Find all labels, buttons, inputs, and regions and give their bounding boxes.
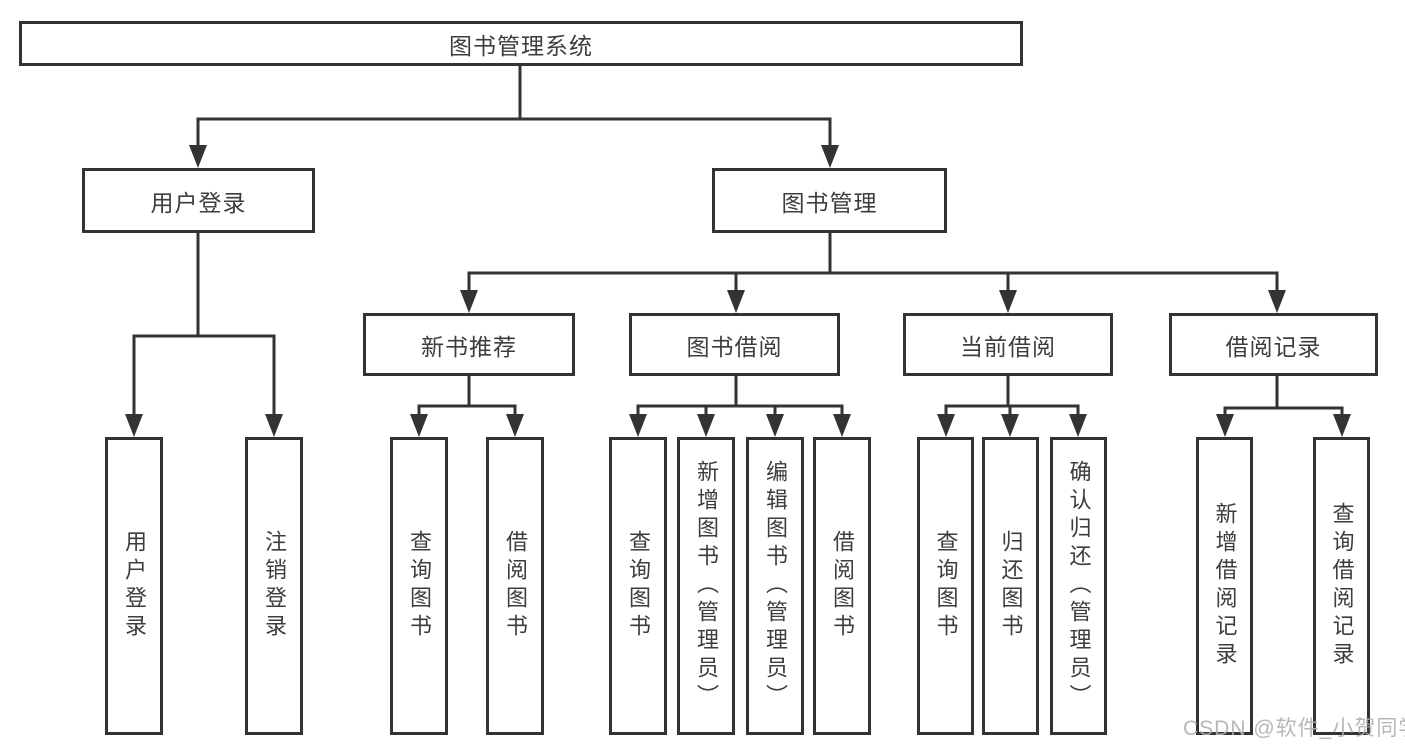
leaf-borrow-books-borrow: 借阅图书 [813,437,871,735]
arrowhead [999,290,1017,313]
leaf-edit-book-admin: 编辑图书（管理员） [746,437,804,735]
leaf-query-books-recommend: 查询图书 [390,437,448,735]
node-book-management: 图书管理 [712,168,947,233]
connector-book-management-children [467,231,1279,292]
csdn-watermark: CSDN @软件_小贺同学 [1183,717,1405,740]
arrowhead [1268,290,1286,313]
connector-borrowing-children [636,374,844,416]
arrowheads [125,145,1351,437]
connector-current-children [944,374,1080,416]
arrowhead [1069,414,1087,437]
leaf-query-books-current: 查询图书 [917,437,974,735]
arrowhead [727,290,745,313]
node-new-book-recommendation: 新书推荐 [363,313,575,376]
node-library-management-system: 图书管理系统 [19,21,1023,66]
arrowhead [697,414,715,437]
leaf-user-login: 用户登录 [105,437,163,735]
node-current-borrowing: 当前借阅 [903,313,1113,376]
arrowhead [821,145,839,168]
arrowhead [629,414,647,437]
connector-user-login-children [132,231,276,416]
arrowhead [1001,414,1019,437]
arrowhead [189,145,207,168]
arrowhead [766,414,784,437]
arrowhead [506,414,524,437]
node-user-login: 用户登录 [82,168,315,233]
leaf-add-book-admin: 新增图书（管理员） [677,437,735,735]
arrowhead [937,414,955,437]
connector-records-children [1223,374,1344,416]
connector-root-to-level2 [196,64,832,147]
leaf-logout-login: 注销登录 [245,437,303,735]
arrowhead [833,414,851,437]
leaf-borrow-books-recommend: 借阅图书 [486,437,544,735]
leaf-add-borrow-record: 新增借阅记录 [1196,437,1253,735]
node-borrowing-records: 借阅记录 [1169,313,1378,376]
leaf-confirm-return-admin: 确认归还（管理员） [1050,437,1107,735]
node-book-borrowing: 图书借阅 [629,313,840,376]
leaf-query-books-borrow: 查询图书 [609,437,667,735]
connector-recommend-children [417,374,517,416]
arrowhead [1216,414,1234,437]
arrowhead [1333,414,1351,437]
arrowhead [460,290,478,313]
leaf-return-books: 归还图书 [982,437,1039,735]
arrowhead [265,414,283,437]
leaf-query-borrow-record: 查询借阅记录 [1313,437,1370,735]
arrowhead [125,414,143,437]
arrowhead [410,414,428,437]
